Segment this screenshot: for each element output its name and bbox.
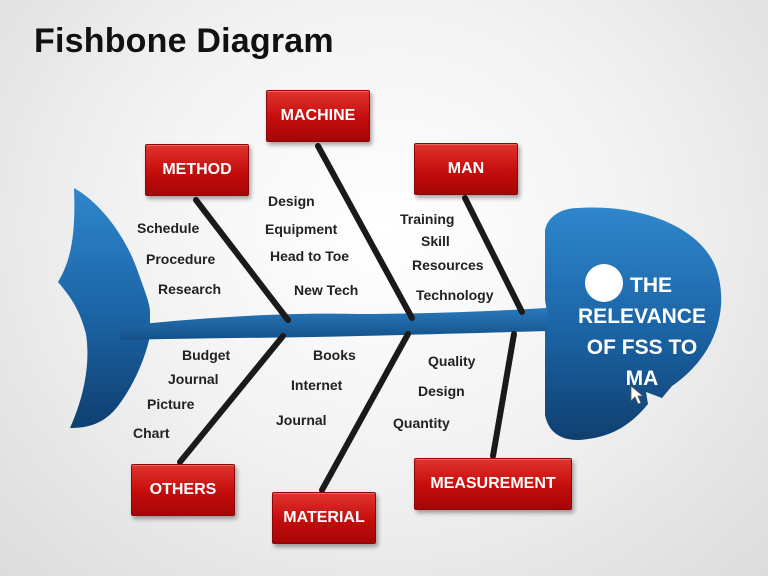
- category-man: MAN: [414, 143, 518, 195]
- cause-machine: Design: [268, 193, 315, 209]
- effect-line: RELEVANCE: [578, 305, 706, 328]
- cause-measurement: Quantity: [393, 415, 450, 431]
- category-measurement: MEASUREMENT: [414, 458, 572, 510]
- cause-machine: Head to Toe: [270, 248, 350, 264]
- cause-man: Skill: [421, 233, 450, 249]
- cause-man: Technology: [416, 287, 494, 303]
- bone-method: [193, 197, 291, 323]
- category-machine: MACHINE: [266, 90, 370, 142]
- category-others: OTHERS: [131, 464, 235, 516]
- fish-eye: [585, 264, 623, 302]
- cause-method: Schedule: [137, 220, 200, 236]
- fish-spine: [120, 306, 575, 340]
- cause-others: Picture: [147, 396, 195, 412]
- cause-material: Journal: [276, 412, 327, 428]
- bone-man: [462, 195, 525, 315]
- effect-line: OF FSS TO: [586, 336, 698, 359]
- bone-measurement: [490, 331, 517, 459]
- cause-machine: Equipment: [265, 221, 338, 237]
- cause-method: Procedure: [146, 251, 216, 267]
- fish-tail: [58, 188, 150, 428]
- effect-label: THE RELEVANCE OF FSS TO MA: [572, 270, 712, 394]
- cause-others: Journal: [168, 371, 219, 387]
- cause-measurement: Design: [418, 383, 465, 399]
- bones: [177, 143, 525, 493]
- cause-man: Resources: [412, 257, 484, 273]
- bone-others: [177, 333, 286, 465]
- effect-line: THE: [630, 274, 672, 297]
- cause-others: Budget: [182, 347, 231, 363]
- cause-method: Research: [158, 281, 222, 297]
- effect-line: MA: [625, 367, 659, 390]
- cause-material: Books: [313, 347, 356, 363]
- cause-material: Internet: [291, 377, 343, 393]
- cause-man: Training: [400, 211, 455, 227]
- slide-title: Fishbone Diagram: [34, 22, 334, 60]
- cause-measurement: Quality: [428, 353, 476, 369]
- fish-head: [545, 207, 722, 440]
- category-method: METHOD: [145, 144, 249, 196]
- cause-others: Chart: [133, 425, 170, 441]
- category-material: MATERIAL: [272, 492, 376, 544]
- cursor-icon: [630, 385, 645, 405]
- bone-material: [319, 331, 411, 493]
- bone-machine: [315, 143, 415, 321]
- cause-machine: New Tech: [294, 282, 359, 298]
